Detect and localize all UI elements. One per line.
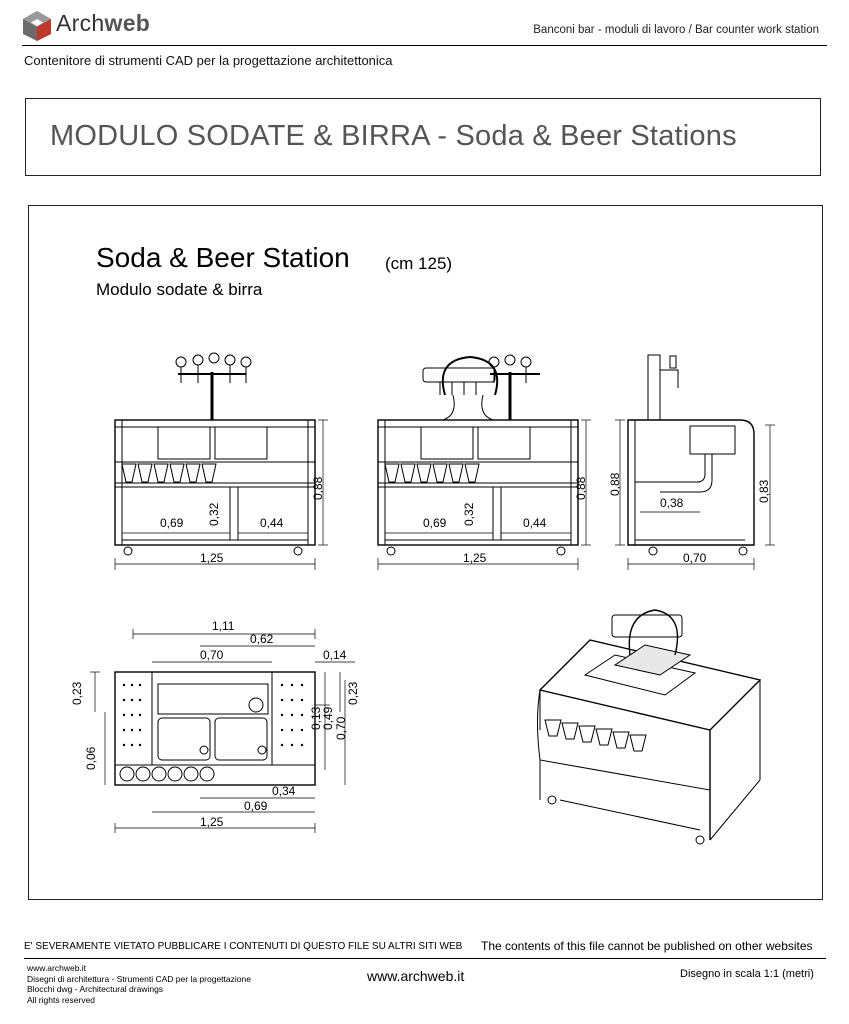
plan-glasses-row (119, 766, 215, 782)
dim-plan-070-right: 0,70 (334, 716, 348, 740)
tagline: Contenitore di strumenti CAD per la prog… (24, 53, 393, 68)
dim-side-depth: 0,70 (683, 551, 707, 565)
dim-plan-bottom: 1,25 (200, 815, 224, 829)
iso-beer-font-icon (611, 609, 683, 656)
beer-font-icon (422, 355, 499, 421)
dim-side-height-right: 0,83 (757, 479, 771, 503)
dim-side-height-left: 0,88 (608, 472, 622, 496)
dim-front1-mid: 0,32 (207, 502, 221, 526)
station-title: Soda & Beer Station (96, 242, 350, 273)
title-box (25, 98, 821, 176)
plan-dimensions (90, 629, 355, 833)
dim-front1-left: 0,69 (160, 516, 184, 530)
footer-line-4: All rights reserved (27, 994, 96, 1005)
dim-front2-mid: 0,32 (462, 502, 476, 526)
dim-plan-049: 0,49 (321, 706, 335, 730)
dim-plan-013: 0,13 (309, 706, 323, 730)
drawing-frame (28, 205, 823, 900)
dim-front1-right: 0,44 (260, 516, 284, 530)
page-title: MODULO SODATE & BIRRA - Soda & Beer Stat… (50, 120, 737, 152)
dim-plan-top: 1,11 (212, 619, 235, 633)
footer-divider (24, 958, 826, 959)
footer-line-3: Blocchi dwg - Architectural drawings (27, 984, 164, 994)
isometric-view (537, 609, 762, 845)
footer-site-link[interactable]: www.archweb.it (367, 968, 465, 984)
dim-front1-height: 0,88 (311, 476, 325, 500)
dim-plan-right-023: 0,23 (346, 681, 360, 705)
dim-front2-right: 0,44 (523, 516, 547, 530)
logo-text: Archweb (56, 10, 151, 36)
station-size: (cm 125) (385, 254, 453, 273)
footer-site-small[interactable]: www.archweb.it (27, 963, 87, 973)
station-subtitle: Modulo sodate & birra (96, 280, 263, 299)
dim-plan-062: 0,62 (250, 632, 274, 646)
footer-line-2: Disegni di architettura - Strumenti CAD … (27, 973, 251, 984)
category-breadcrumb: Banconi bar - moduli di lavoro / Bar cou… (533, 24, 819, 36)
footer-scale: Disegno in scala 1:1 (metri) (680, 968, 814, 980)
footer-warning-en: The contents of this file cannot be publ… (481, 939, 813, 953)
dim-plan-014: 0,14 (323, 648, 347, 662)
dim-front2-width: 1,25 (463, 551, 487, 565)
dim-side-inner: 0,38 (660, 496, 684, 510)
dim-plan-069: 0,69 (244, 799, 268, 813)
dim-plan-left-023: 0,23 (70, 681, 84, 705)
front-view-2 (377, 354, 579, 556)
footer-warning-it: E' SEVERAMENTE VIETATO PUBBLICARE I CONT… (24, 941, 463, 952)
dim-front1-width: 1,25 (200, 551, 224, 565)
dim-plan-070-top: 0,70 (200, 648, 224, 662)
dim-plan-left-006: 0,06 (84, 746, 98, 770)
iso-glasses-row (544, 719, 647, 752)
glasses-row (121, 463, 217, 483)
header-divider (22, 45, 827, 46)
side-view (627, 354, 755, 556)
dim-front2-left: 0,69 (423, 516, 447, 530)
tap-tower-icon (175, 352, 252, 420)
tap-tower-icon (488, 354, 540, 420)
footer-credits: www.archweb.it Disegni di architettura -… (27, 963, 251, 1005)
plan-view (114, 671, 316, 786)
front-view-1 (114, 352, 316, 556)
dim-plan-034: 0,34 (272, 784, 296, 798)
glasses-row (384, 463, 480, 483)
dim-front2-height: 0,88 (574, 476, 588, 500)
archweb-logo-icon (23, 11, 51, 41)
